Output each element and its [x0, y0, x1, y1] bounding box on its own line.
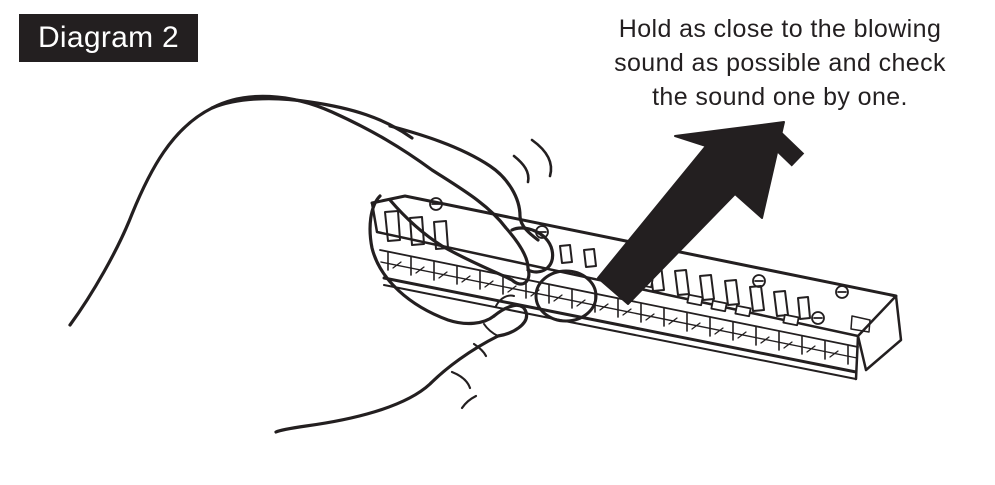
harmonica	[370, 194, 903, 381]
arrow-icon	[597, 121, 785, 305]
diagram-label: Diagram 2	[19, 14, 198, 62]
instruction-line-3: the sound one by one.	[652, 83, 908, 111]
instruction-line-1: Hold as close to the blowing	[618, 15, 942, 43]
instruction-line-2: sound as possible and check	[614, 49, 946, 77]
hand	[68, 94, 555, 434]
highlight-circle	[534, 269, 598, 323]
instruction-text: Hold as close to the blowing sound as po…	[575, 12, 985, 114]
